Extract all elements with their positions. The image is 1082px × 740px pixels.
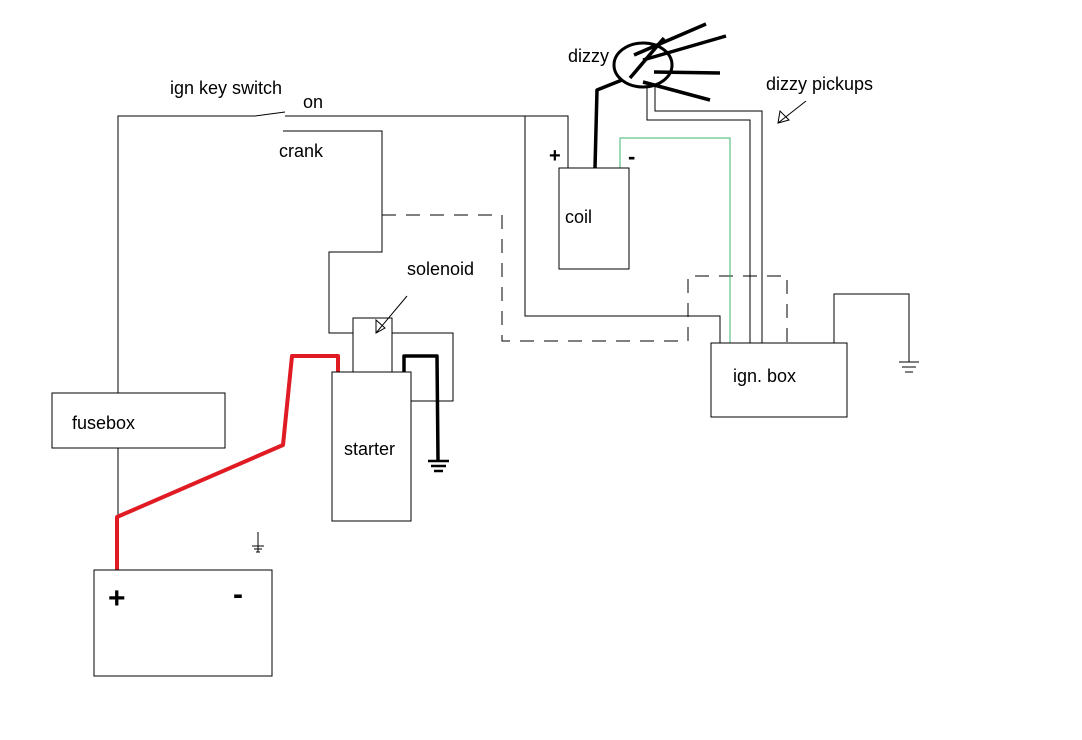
battery-cable xyxy=(115,354,340,570)
starter: starter xyxy=(331,371,412,522)
on-label: on xyxy=(303,92,323,112)
solenoid: solenoid xyxy=(352,259,474,373)
ign-box-box xyxy=(710,342,848,418)
battery: + - xyxy=(93,569,273,677)
coil-positive-label: + xyxy=(549,145,561,167)
wire-solenoid-loop xyxy=(392,332,454,402)
fusebox-label: fusebox xyxy=(72,413,135,433)
wire-coil-to-dizzy xyxy=(593,78,623,169)
wire-crank-to-solenoid xyxy=(283,130,383,334)
wire-on-to-ignbox xyxy=(524,116,721,343)
wire-ignbox-ground xyxy=(833,293,910,362)
solenoid-box xyxy=(352,317,393,373)
wire-fusebox-to-switch xyxy=(117,115,255,393)
coil-label: coil xyxy=(565,207,592,227)
dizzy-label: dizzy xyxy=(568,46,609,66)
distributor-cap-icon: dizzy xyxy=(568,22,727,102)
coil-box xyxy=(558,167,630,270)
wires xyxy=(117,86,910,515)
wire-pickup-2 xyxy=(654,86,763,343)
key-switch-lever xyxy=(254,111,286,117)
coil-negative-label: - xyxy=(628,144,635,169)
ground-symbol-icon xyxy=(428,459,449,473)
battery-positive-label: + xyxy=(108,582,126,615)
crank-label: crank xyxy=(279,141,324,161)
dashed-wire-crank-bypass xyxy=(382,214,788,343)
wire-pickup-1 xyxy=(646,86,751,343)
coil: coil + - xyxy=(549,144,635,270)
dashed-wires xyxy=(382,214,788,343)
starter-box xyxy=(331,371,412,522)
wire-on-to-coil xyxy=(285,115,569,168)
ground-symbol-icon xyxy=(252,532,264,553)
ign-key-switch-label: ign key switch xyxy=(170,78,282,98)
wire-starter-ground xyxy=(402,354,440,461)
arrow-pointer-icon xyxy=(375,295,408,334)
pickup-wire-green xyxy=(619,137,731,343)
fusebox: fusebox xyxy=(51,392,226,449)
ign-box: ign. box xyxy=(710,342,848,418)
fusebox-box xyxy=(51,392,226,449)
ign-box-label: ign. box xyxy=(733,366,796,386)
dizzy-pickups-label: dizzy pickups xyxy=(766,74,873,94)
arrow-pointer-icon xyxy=(777,100,807,124)
starter-label: starter xyxy=(344,439,395,459)
battery-box xyxy=(93,569,273,677)
ground-symbol-icon xyxy=(899,361,919,373)
solenoid-label: solenoid xyxy=(407,259,474,279)
battery-negative-label: - xyxy=(233,578,243,611)
